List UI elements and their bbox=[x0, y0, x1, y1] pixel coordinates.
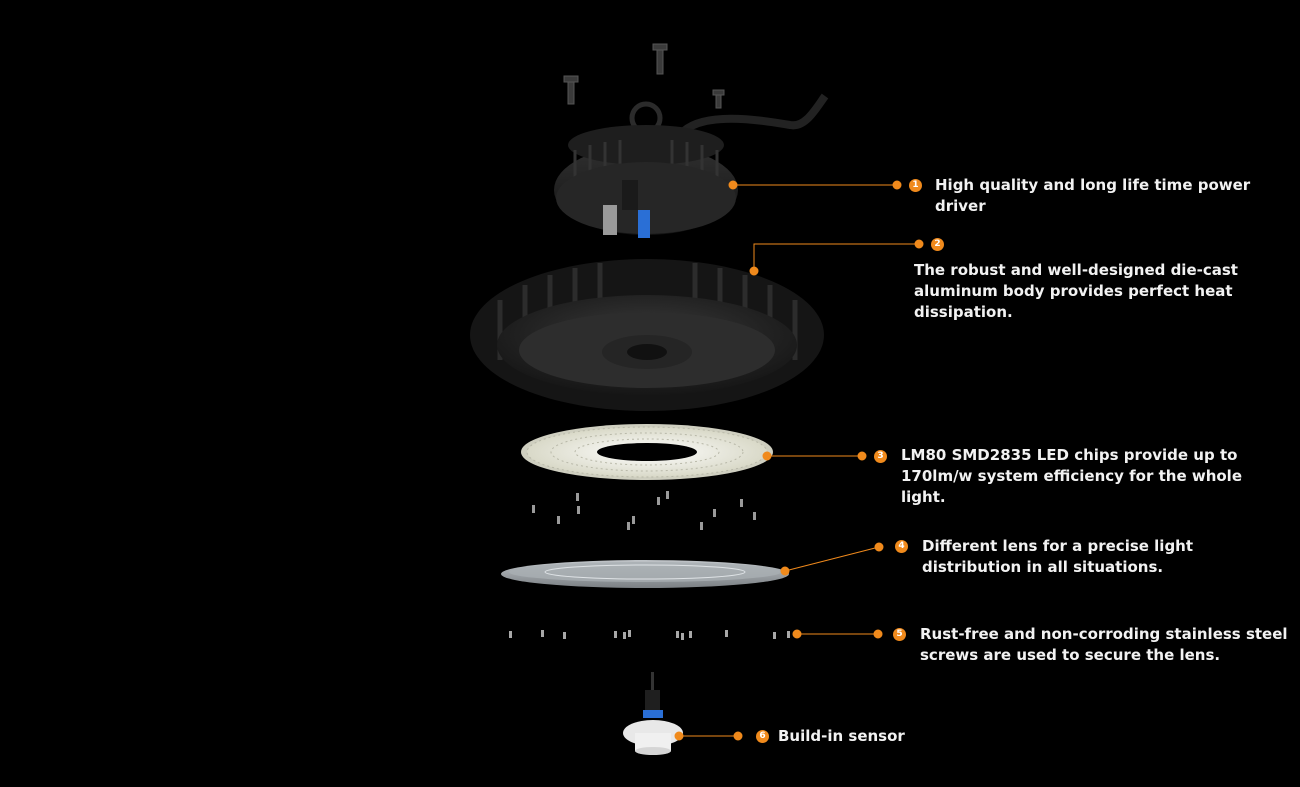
board-screws bbox=[532, 491, 756, 530]
power-driver bbox=[554, 93, 829, 238]
feature-6-text: Build-in sensor bbox=[778, 727, 905, 745]
feature-3-text: LM80 SMD2835 LED chips provide up to 170… bbox=[901, 446, 1243, 506]
lens-screws bbox=[509, 630, 790, 640]
feature-1-number: 1 bbox=[909, 179, 922, 192]
feature-2-number: 2 bbox=[931, 238, 944, 251]
sensor bbox=[623, 672, 683, 755]
lens bbox=[501, 560, 789, 588]
feature-2-text: The robust and well-designed die-cast al… bbox=[914, 261, 1238, 321]
callout-lines bbox=[674, 180, 924, 741]
feature-5-text: Rust-free and non-corroding stainless st… bbox=[920, 625, 1288, 664]
feature-6-number: 6 bbox=[756, 730, 769, 743]
led-board bbox=[521, 424, 773, 480]
heatsink-body bbox=[470, 259, 824, 411]
feature-4-number: 4 bbox=[895, 540, 908, 553]
feature-3-number: 3 bbox=[874, 450, 887, 463]
feature-4-text: Different lens for a precise light distr… bbox=[922, 537, 1194, 576]
feature-5-number: 5 bbox=[893, 628, 906, 641]
feature-1-text: High quality and long life time power dr… bbox=[935, 176, 1251, 215]
top-screws bbox=[563, 43, 725, 109]
